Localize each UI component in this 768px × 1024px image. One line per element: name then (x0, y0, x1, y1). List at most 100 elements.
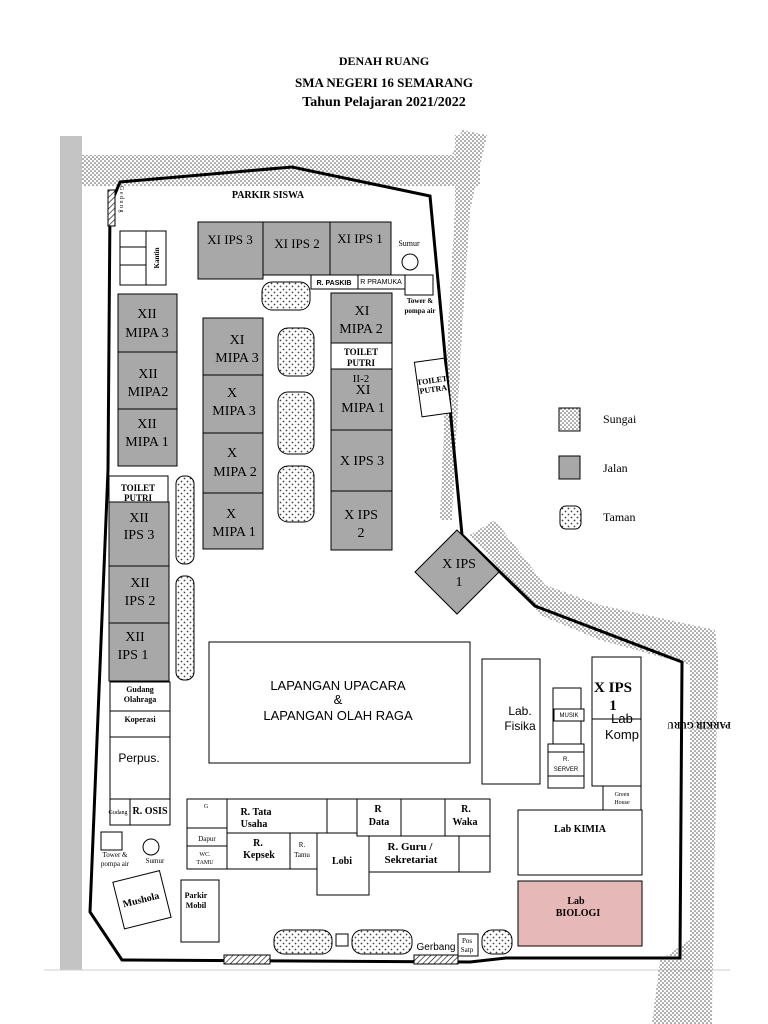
svg-text:R.: R. (299, 841, 306, 849)
svg-text:MIPA 1: MIPA 1 (125, 435, 168, 450)
gate-west[interactable] (223, 954, 271, 965)
r-guru-sekretariat[interactable]: R. Guru / Sekretariat (385, 841, 438, 866)
room-xii-mipa-3[interactable]: XII MIPA 3 (117, 293, 178, 353)
svg-text:Mobil: Mobil (186, 901, 207, 910)
r-server[interactable]: R. SERVER (547, 743, 585, 789)
svg-text:WC.: WC. (199, 852, 211, 858)
room-xii-mipa-1[interactable]: XII MIPA 1 (117, 408, 178, 467)
r-kepsek[interactable]: R. Kepsek (243, 838, 275, 861)
room-xi-ips-3[interactable]: XI IPS 3 (197, 221, 264, 280)
svg-text:TOILET: TOILET (121, 483, 155, 493)
lab-fisika[interactable]: Lab. Fisika (481, 658, 541, 785)
map-title-school: SMA NEGERI 16 SEMARANG (294, 75, 474, 90)
room-x-ips-1-diamond[interactable]: X IPS 1 (414, 529, 500, 615)
toilet-putra[interactable]: TOILET PUTRA (413, 357, 453, 418)
dapur-label: Dapur (198, 835, 216, 843)
room-xii-ips-2[interactable]: XII IPS 2 (108, 565, 170, 624)
school-boundary-wall (88, 165, 684, 964)
sumur-bottom-label: Sumur (146, 857, 165, 865)
r-waka[interactable]: R. Waka (452, 804, 477, 828)
r-tata-usaha[interactable]: R. Tata Usaha (240, 807, 271, 830)
wc-tamu[interactable]: WC. TAMU (196, 852, 214, 866)
room-xii-ips-3[interactable]: XII IPS 3 (108, 501, 170, 567)
svg-text:LAPANGAN UPACARA: LAPANGAN UPACARA (270, 678, 406, 693)
room-r-pramuka[interactable]: R PRAMUKA (357, 274, 406, 290)
legend-taman-swatch (559, 505, 582, 530)
room-xi-ips-1[interactable]: XI IPS 1 (329, 221, 392, 276)
taman-2 (277, 327, 315, 377)
room-xii-mipa-2[interactable]: XII MIPA2 (117, 351, 178, 410)
r-musik[interactable]: MUSIK (552, 687, 585, 745)
gudang-osis[interactable]: Gudang R. OSIS (109, 798, 171, 826)
svg-text:R.: R. (461, 804, 471, 815)
room-r-paskib[interactable]: R. PASKIB (310, 274, 359, 290)
gedung-top-hatch (107, 189, 116, 227)
room-x-ips-2[interactable]: X IPS 2 (330, 490, 393, 551)
svg-text:Usaha: Usaha (241, 819, 268, 830)
svg-text:Kepsek: Kepsek (243, 850, 275, 861)
svg-text:X: X (227, 446, 237, 461)
sumur-top-label: Sumur (398, 239, 420, 248)
svg-text:Perpus.: Perpus. (118, 751, 159, 765)
taman-bottom-1 (273, 929, 333, 955)
lobi-label[interactable]: Lobi (332, 856, 352, 867)
kantin[interactable]: Kantin (119, 230, 167, 286)
pos-satpam[interactable]: Pos Satp (457, 933, 479, 957)
svg-text:IPS 1: IPS 1 (118, 648, 149, 663)
svg-text:1: 1 (456, 575, 463, 590)
svg-text:XII: XII (130, 576, 150, 591)
svg-text:XI IPS 1: XI IPS 1 (337, 231, 383, 246)
room-xi-mipa-1[interactable]: II-2 XI MIPA 1 (330, 368, 393, 431)
r-data[interactable]: R Data (369, 804, 390, 828)
mushola[interactable]: Mushola (112, 870, 172, 930)
svg-text:LAPANGAN OLAH RAGA: LAPANGAN OLAH RAGA (263, 708, 413, 723)
perpustakaan[interactable]: Perpus. (109, 736, 171, 800)
room-xi-mipa-2[interactable]: XI MIPA 2 (330, 292, 393, 344)
gudang-olahraga[interactable]: Gudang Olahraga (109, 681, 171, 712)
toilet-putri-top[interactable]: TOILET PUTRI (330, 342, 393, 370)
taman-5 (175, 475, 195, 565)
svg-text:Waka: Waka (452, 817, 477, 828)
room-xi-ips-2[interactable]: XI IPS 2 (262, 221, 331, 276)
taman-1 (261, 281, 311, 311)
map-title-line1: DENAH RUANG (338, 54, 430, 68)
tower-top-label-1: Tower & (407, 297, 433, 305)
svg-text:R. PASKIB: R. PASKIB (317, 280, 352, 287)
koperasi[interactable]: Koperasi (109, 710, 171, 738)
legend-sungai-swatch (558, 407, 581, 432)
taman-bottom-3 (481, 929, 513, 955)
legend-sungai-label: Sungai (603, 412, 637, 426)
room-x-mipa-3[interactable]: X MIPA 3 (202, 374, 264, 434)
svg-text:MIPA 3: MIPA 3 (125, 326, 168, 341)
svg-text:XI: XI (355, 304, 370, 319)
tower-bottom-label-2: pompa air (101, 860, 130, 868)
room-x-mipa-1[interactable]: X MIPA 1 (202, 492, 264, 550)
green-house[interactable]: Green House (602, 785, 642, 811)
lab-komputer[interactable]: X IPS 1 Lab Komp (591, 656, 642, 787)
svg-text:XII: XII (137, 307, 157, 322)
svg-text:Data: Data (369, 817, 390, 828)
toilet-putri-left[interactable]: TOILET PUTRI (108, 475, 169, 503)
parkir-mobil[interactable]: Parkir Mobil (180, 879, 220, 943)
r-tamu[interactable]: R. Tamu (294, 841, 310, 859)
room-xi-mipa-3[interactable]: XI MIPA 3 (202, 317, 264, 376)
legend-jalan-label: Jalan (603, 461, 628, 475)
gerbang-label: Gerbang (417, 942, 456, 953)
svg-text:BIOLOGI: BIOLOGI (556, 908, 601, 919)
x-ips-1-right-label: X IPS (594, 680, 632, 696)
svg-text:House: House (614, 800, 630, 806)
svg-text:XII: XII (129, 511, 149, 526)
svg-text:SERVER: SERVER (554, 767, 579, 773)
tower-bottom-box (100, 831, 123, 851)
gate-east[interactable] (413, 954, 459, 965)
room-xii-ips-1[interactable]: XII IPS 1 (108, 622, 170, 682)
lapangan-upacara-olahraga[interactable]: LAPANGAN UPACARA & LAPANGAN OLAH RAGA (208, 641, 471, 764)
lab-biologi[interactable]: Lab BIOLOGI (517, 880, 643, 947)
svg-text:Olahraga: Olahraga (124, 695, 156, 704)
svg-text:TOILET: TOILET (416, 374, 448, 387)
river-right-lower (652, 660, 718, 1024)
room-x-ips-3[interactable]: X IPS 3 (330, 429, 393, 492)
room-x-mipa-2[interactable]: X MIPA 2 (202, 432, 264, 494)
lab-kimia[interactable]: Lab KIMIA (517, 809, 643, 876)
tower-top-label-2: pompa air (405, 307, 436, 315)
